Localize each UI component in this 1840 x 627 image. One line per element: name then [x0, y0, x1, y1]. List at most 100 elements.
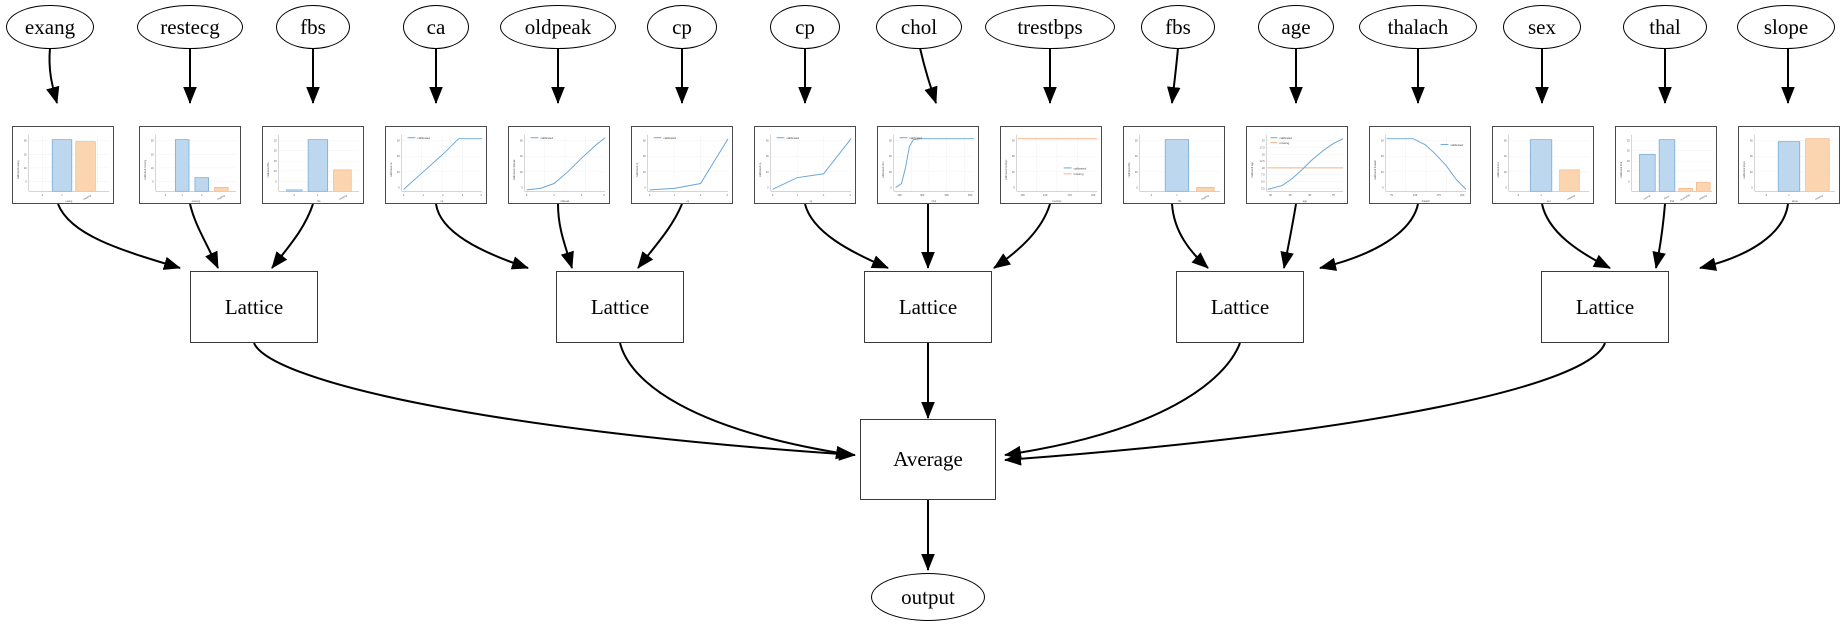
svg-text:20: 20 [1750, 155, 1753, 158]
svg-text:30: 30 [1504, 140, 1507, 143]
svg-text:25: 25 [1627, 140, 1630, 143]
feature-node-chol[interactable]: chol [876, 5, 962, 49]
svg-text:0: 0 [294, 194, 296, 197]
svg-text:10: 10 [1135, 171, 1138, 174]
svg-text:30: 30 [1135, 140, 1138, 143]
svg-text:30: 30 [520, 140, 523, 143]
lattice-node-4[interactable]: Lattice [1176, 271, 1304, 343]
svg-text:fbs: fbs [317, 200, 321, 203]
calibration-plot-oldpeak[interactable]: calibrated 30 20 10 0 0 2 4 6 oldpeak ca… [508, 126, 610, 204]
plot-svg: calibrated missing 20 17.5 15 12.5 10 7.… [1247, 127, 1347, 203]
svg-text:oldpeak: oldpeak [560, 200, 570, 203]
svg-text:20: 20 [274, 149, 277, 152]
svg-text:sex: sex [1547, 200, 1552, 203]
svg-text:75: 75 [1390, 194, 1393, 197]
feature-node-thal[interactable]: thal [1623, 5, 1707, 49]
svg-text:10: 10 [643, 171, 646, 174]
feature-node-sex[interactable]: sex [1503, 5, 1581, 49]
feature-label: cp [795, 14, 815, 39]
calibration-plot-restecg[interactable]: 30 20 10 0 0 1 2 missing restecg calibra… [139, 126, 241, 204]
svg-text:10: 10 [1012, 171, 1015, 174]
svg-text:30: 30 [1381, 140, 1384, 143]
svg-text:calibrated age: calibrated age [1251, 161, 1254, 177]
lattice-label: Lattice [590, 294, 650, 319]
feature-node-thalach[interactable]: thalach [1359, 5, 1477, 49]
svg-text:1: 1 [181, 194, 183, 197]
feature-node-restecg[interactable]: restecg [137, 5, 243, 49]
svg-text:600: 600 [968, 194, 973, 197]
feature-node-fbs[interactable]: fbs [276, 5, 350, 49]
feature-node-exang[interactable]: exang [6, 5, 94, 49]
svg-text:15: 15 [1627, 160, 1630, 163]
svg-text:5.0: 5.0 [1261, 181, 1265, 184]
svg-text:1: 1 [1176, 194, 1178, 197]
svg-text:0: 0 [521, 186, 523, 189]
plot-svg: calibrated missing 30 20 10 0 100 140 17… [1001, 127, 1101, 203]
feature-node-oldpeak[interactable]: oldpeak [500, 5, 616, 49]
calibration-plot-cp-1[interactable]: calibrated 30 20 10 0 0 1 2 3 cp calibra… [631, 126, 733, 204]
svg-text:1: 1 [317, 194, 319, 197]
svg-text:0: 0 [526, 194, 528, 197]
feature-node-ca[interactable]: ca [403, 5, 469, 49]
svg-text:3: 3 [462, 194, 464, 197]
feature-node-cp-1[interactable]: cp [647, 5, 717, 49]
feature-node-cp-2[interactable]: cp [770, 5, 840, 49]
svg-text:10: 10 [397, 171, 400, 174]
output-node[interactable]: output [871, 573, 985, 621]
svg-text:missing: missing [339, 194, 348, 201]
svg-text:calibrated oldpeak: calibrated oldpeak [513, 159, 516, 180]
svg-text:0: 0 [1751, 186, 1753, 189]
calibration-plot-ca[interactable]: calibrated 30 20 10 0 0 1 2 3 4 ca calib… [385, 126, 487, 204]
lattice-node-3[interactable]: Lattice [864, 271, 992, 343]
svg-text:restecg: restecg [192, 200, 201, 203]
calibration-plot-cp-2[interactable]: calibrated 30 20 10 0 0 1 2 3 cp calibra… [754, 126, 856, 204]
plot-svg: 30 20 10 0 0 1 missing exang calibrated … [13, 127, 113, 203]
svg-text:trestbps: trestbps [1052, 200, 1062, 203]
svg-text:100: 100 [1020, 194, 1025, 197]
average-node[interactable]: Average [860, 419, 996, 500]
svg-text:0: 0 [1505, 186, 1507, 189]
feature-node-trestbps[interactable]: trestbps [985, 5, 1115, 49]
feature-node-slope[interactable]: slope [1737, 5, 1835, 49]
svg-text:20: 20 [1262, 140, 1265, 143]
calibration-plot-fbs-2[interactable]: 30 20 10 0 0 1 missing fbs calibrated fb… [1123, 126, 1225, 204]
svg-text:missing: missing [1567, 194, 1576, 201]
svg-text:calibrated exang: calibrated exang [17, 160, 20, 179]
svg-text:30: 30 [151, 140, 154, 143]
calibration-plot-slope[interactable]: 30 20 10 0 0 1 missing slope calibrated … [1738, 126, 1840, 204]
svg-text:20: 20 [1627, 149, 1630, 152]
lattice-node-2[interactable]: Lattice [556, 271, 684, 343]
calibration-plot-sex[interactable]: 30 20 10 0 0 1 missing sex calibrated se… [1492, 126, 1594, 204]
calibration-plot-chol[interactable]: calibrated 30 20 10 0 100 300 400 600 ch… [877, 126, 979, 204]
calibration-plot-thal[interactable]: 25 20 15 10 5 normal fixed reversible mi… [1615, 126, 1717, 204]
calibration-plot-exang[interactable]: 30 20 10 0 0 1 missing exang calibrated … [12, 126, 114, 204]
feature-label: cp [672, 14, 692, 39]
calibration-plot-trestbps[interactable]: calibrated missing 30 20 10 0 100 140 17… [1000, 126, 1102, 204]
svg-text:chol: chol [932, 200, 937, 203]
svg-text:30: 30 [1012, 140, 1015, 143]
calibration-plot-fbs-1[interactable]: 25 20 15 10 5 0 1 missing fbs calibrated… [262, 126, 364, 204]
svg-text:calibrated: calibrated [663, 136, 676, 140]
feature-node-fbs-2[interactable]: fbs [1141, 5, 1215, 49]
svg-text:fbs: fbs [1178, 200, 1182, 203]
feature-node-age[interactable]: age [1258, 5, 1334, 49]
svg-text:20: 20 [520, 155, 523, 158]
lattice-node-1[interactable]: Lattice [190, 271, 318, 343]
svg-text:1: 1 [673, 194, 675, 197]
feature-label: restecg [160, 14, 220, 39]
svg-text:15: 15 [1262, 153, 1265, 156]
svg-text:thalach: thalach [1422, 200, 1431, 203]
svg-text:0: 0 [165, 194, 167, 197]
svg-text:10: 10 [766, 171, 769, 174]
feature-label: thalach [1387, 14, 1449, 39]
svg-text:fixed: fixed [1664, 195, 1671, 201]
svg-text:calibrated chol: calibrated chol [882, 161, 885, 178]
svg-text:10: 10 [274, 170, 277, 173]
svg-text:400: 400 [945, 194, 950, 197]
svg-text:20: 20 [1381, 155, 1384, 158]
svg-text:1: 1 [1540, 194, 1542, 197]
svg-text:0: 0 [42, 194, 44, 197]
lattice-node-5[interactable]: Lattice [1541, 271, 1669, 343]
calibration-plot-thalach[interactable]: calibrated 30 20 10 0 75 125 175 200 tha… [1369, 126, 1471, 204]
calibration-plot-age[interactable]: calibrated missing 20 17.5 15 12.5 10 7.… [1246, 126, 1348, 204]
